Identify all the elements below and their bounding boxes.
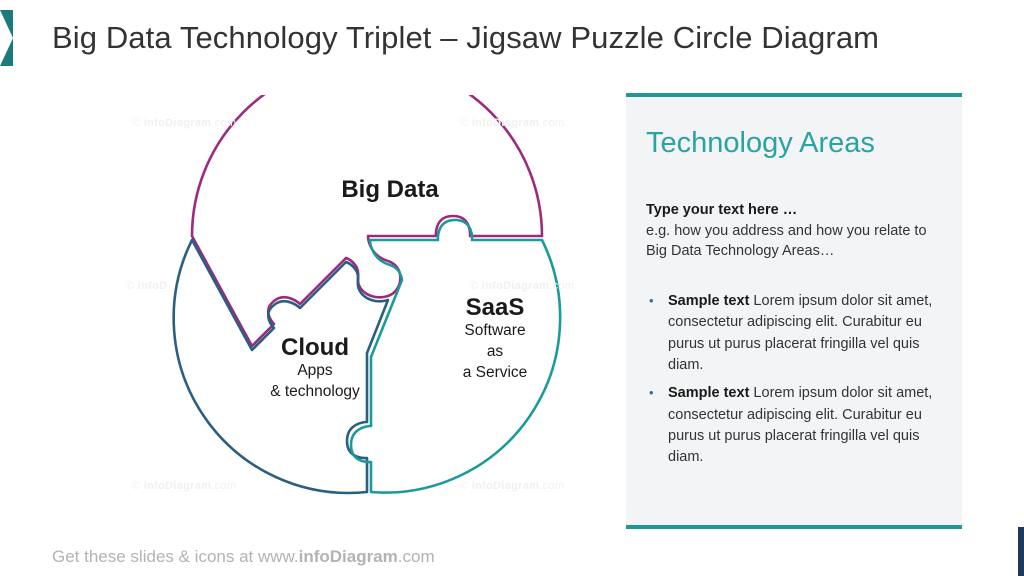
technology-areas-panel: Technology Areas Type your text here … e… xyxy=(626,93,962,529)
page-title: Big Data Technology Triplet – Jigsaw Puz… xyxy=(52,20,880,55)
footer-prefix: Get these slides & icons at www. xyxy=(52,547,299,566)
puzzle-label-cloud: Cloud Apps & technology xyxy=(215,334,415,403)
puzzle-piece-big-data[interactable] xyxy=(190,95,544,348)
title-accent-notch xyxy=(0,10,13,66)
watermark: © infoDiagram.com xyxy=(460,117,565,129)
puzzle-label-big-data-title: Big Data xyxy=(341,176,439,203)
puzzle-label-big-data: Big Data xyxy=(300,176,480,203)
bullet-text: Lorem ipsum dolor sit amet, consectetur … xyxy=(668,385,933,466)
watermark: © infoDiagram.com xyxy=(132,117,237,129)
puzzle-piece-cloud[interactable] xyxy=(172,238,390,495)
bullet-text: Lorem ipsum dolor sit amet, consectetur … xyxy=(668,293,933,373)
panel-intro-body: e.g. how you address and how you relate … xyxy=(646,222,927,260)
footer-suffix: .com xyxy=(397,547,435,566)
panel-intro-lead: Type your text here … xyxy=(646,202,798,218)
footer-credit: Get these slides & icons at www.infoDiag… xyxy=(52,547,435,567)
watermark: © infoDiagram.com xyxy=(132,480,237,492)
puzzle-label-cloud-title: Cloud xyxy=(281,334,349,361)
footer-brand: infoDiagram xyxy=(298,547,398,566)
puzzle-label-cloud-sub-2: & technology xyxy=(270,383,360,401)
panel-intro: Type your text here … e.g. how you addre… xyxy=(646,200,946,262)
panel-heading: Technology Areas xyxy=(646,127,875,159)
puzzle-circle-svg xyxy=(172,95,562,495)
list-item: • Sample text Lorem ipsum dolor sit amet… xyxy=(646,383,948,468)
watermark: © infoDiagram.com xyxy=(460,480,565,492)
panel-bullet-list: • Sample text Lorem ipsum dolor sit amet… xyxy=(646,291,948,476)
bullet-marker-icon: • xyxy=(649,293,654,308)
bullet-bold-lead: Sample text xyxy=(668,293,750,309)
watermark: © infoD xyxy=(126,280,168,292)
list-item: • Sample text Lorem ipsum dolor sit amet… xyxy=(646,291,948,376)
bullet-marker-icon: • xyxy=(649,385,654,401)
corner-accent-bar xyxy=(1018,527,1024,576)
puzzle-label-saas: SaaS Software as a Service xyxy=(415,294,575,384)
watermark: © infoDiagram.com xyxy=(470,280,575,292)
puzzle-label-saas-sub-3: a Service xyxy=(462,364,528,382)
puzzle-label-saas-sub-1: Software xyxy=(464,322,526,340)
jigsaw-puzzle-diagram: © infoDiagram.com © infoDiagram.com © in… xyxy=(120,95,600,505)
puzzle-label-cloud-sub-1: Apps xyxy=(297,362,333,380)
bullet-bold-lead: Sample text xyxy=(668,385,750,402)
puzzle-label-saas-sub-2: as xyxy=(486,343,504,361)
puzzle-piece-saas[interactable] xyxy=(349,218,562,494)
puzzle-label-saas-title: SaaS xyxy=(465,294,525,321)
